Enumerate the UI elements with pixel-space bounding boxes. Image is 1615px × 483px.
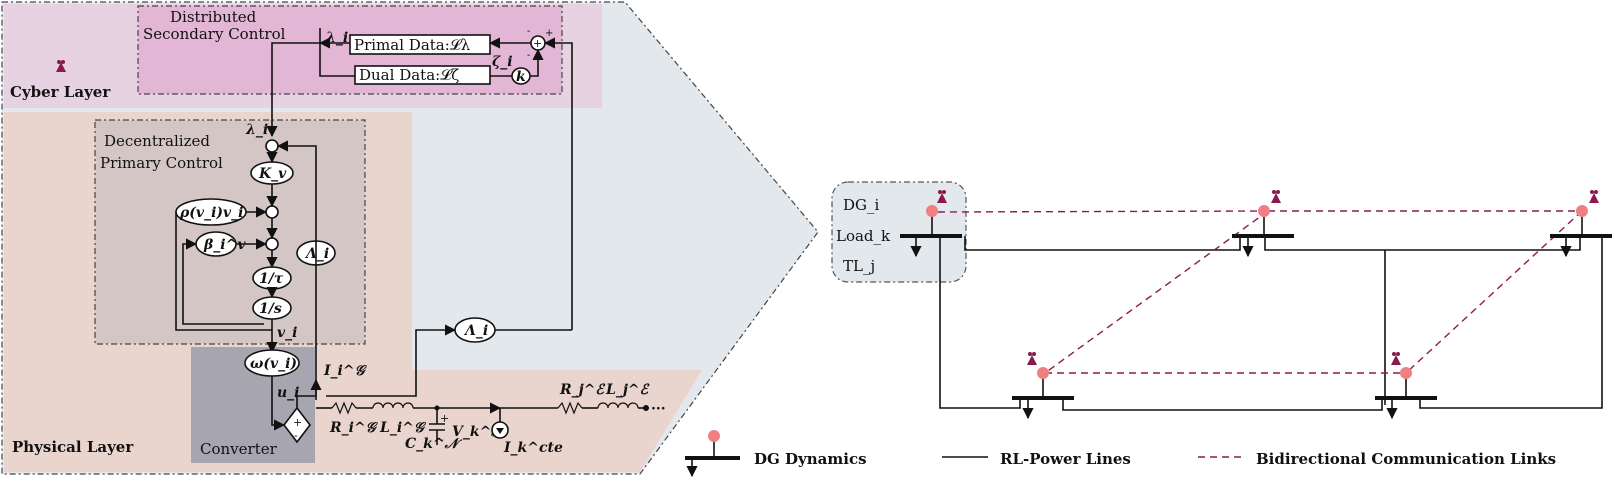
antenna-icon-4 [1027, 352, 1037, 365]
wire-k-feedback [530, 48, 544, 77]
wire-feedback-rho [175, 212, 272, 331]
resistor-RG [331, 401, 357, 415]
inv-tau-label: 1/τ [259, 271, 284, 287]
lambda-primary-label: λ_i [245, 122, 268, 138]
rl-power-lines [939, 236, 1603, 411]
sum-node-1 [265, 139, 279, 153]
legend-rl-label: RL-Power Lines [1000, 450, 1131, 468]
background-panels [1, 1, 819, 475]
R-G-label: R_i^𝒢 [329, 420, 379, 436]
minus-sign-c: - [527, 50, 530, 61]
wire-feedback-beta [182, 238, 264, 325]
dg-node-5 [1375, 367, 1437, 420]
Kv-label: K_v [258, 166, 287, 182]
inductor-LG [372, 402, 414, 409]
wire-lambda-down [266, 42, 320, 138]
source-minus: - [294, 429, 298, 442]
I-G-label: I_i^𝒢 [323, 363, 368, 379]
primal-data-label: Primal Data:𝓛λ [354, 36, 471, 54]
wire-lambda-loop [319, 28, 355, 77]
dg-node-1 [900, 205, 962, 258]
gain-k-label: k [516, 69, 526, 85]
zeta-label: ζ_i [492, 54, 513, 70]
line-end-dot [643, 405, 649, 411]
legend-dg-label: DG Dynamics [754, 450, 867, 468]
inv-s-label: 1/s [259, 301, 282, 317]
antenna-icon-3 [1589, 190, 1599, 203]
cap-plus: + [440, 412, 449, 425]
sum-node-3 [265, 237, 279, 251]
Lambda-label-line: Λ_i [463, 323, 488, 339]
plus-sign-a: + [545, 28, 553, 39]
legend-comm-links: Bidirectional Communication Links [1198, 450, 1556, 468]
dg-node-4 [1012, 367, 1074, 420]
inset-load-label: Load_k [836, 227, 891, 245]
sum-sign: + [533, 37, 542, 50]
dg-node-2 [1232, 205, 1294, 258]
R-E-label: R_j^ℰ [559, 382, 606, 398]
dg-node-3 [1550, 205, 1612, 258]
L-G-label: L_i^𝒢 [379, 420, 427, 436]
controlled-source [282, 406, 312, 444]
secondary-control-title-2: Secondary Control [143, 25, 286, 43]
resistor-RE [557, 401, 583, 415]
C-N-label: C_k^𝒩 [405, 436, 463, 452]
plus-sign-b: - [527, 26, 530, 37]
antenna-icon-2 [1271, 190, 1281, 203]
primary-control-title-2: Primary Control [100, 154, 223, 172]
wire-to-Lambda2 [326, 324, 457, 397]
omega-label: ω(v_i) [250, 356, 297, 372]
current-sink-arrow [496, 428, 504, 434]
converter-label: Converter [200, 440, 278, 458]
primary-control-title-1: Decentralized [104, 132, 210, 150]
source-plus: + [293, 416, 302, 429]
physical-layer-label: Physical Layer [12, 438, 134, 456]
antenna-icon-5 [1391, 352, 1401, 365]
inset-dg-label: DG_i [843, 196, 880, 214]
beta-label: β_i^v [203, 237, 246, 253]
v-i-label: v_i [277, 325, 297, 341]
wire-source-up [296, 395, 316, 408]
legend-comm-label: Bidirectional Communication Links [1256, 450, 1556, 468]
cyber-layer-label: Cyber Layer [10, 83, 111, 101]
cap-minus: - [440, 433, 444, 446]
inset-tl-label: TL_j [843, 257, 875, 275]
u-i-label: u_i [277, 385, 300, 401]
L-E-label: L_j^ℰ [605, 382, 651, 398]
wire-feedback-in [543, 37, 573, 330]
I-cte-label: I_k^cte [503, 440, 563, 456]
secondary-control-title-1: Distributed [170, 8, 257, 26]
wire-omega-source [271, 376, 286, 431]
capacitor-lead [429, 408, 445, 445]
physical-layer-strip [412, 370, 702, 472]
sum-node-2 [265, 205, 279, 219]
wire-Lambda-up [276, 140, 317, 400]
dual-data-block [354, 65, 491, 85]
antenna-icon-1 [937, 190, 947, 203]
inductor-LE [597, 402, 639, 409]
rho-label: ρ(v_i)v_i [179, 205, 243, 221]
lambda-top-label: λ_i [325, 30, 348, 46]
dual-data-label: Dual Data:𝓛ζ [359, 66, 459, 84]
legend-rl-lines: RL-Power Lines [942, 450, 1131, 468]
cyber-antenna-icon [56, 60, 66, 72]
legend-dg-dynamics: DG Dynamics [685, 430, 867, 478]
ellipsis-label: ··· [651, 401, 666, 417]
primary-control-bg [94, 119, 366, 345]
